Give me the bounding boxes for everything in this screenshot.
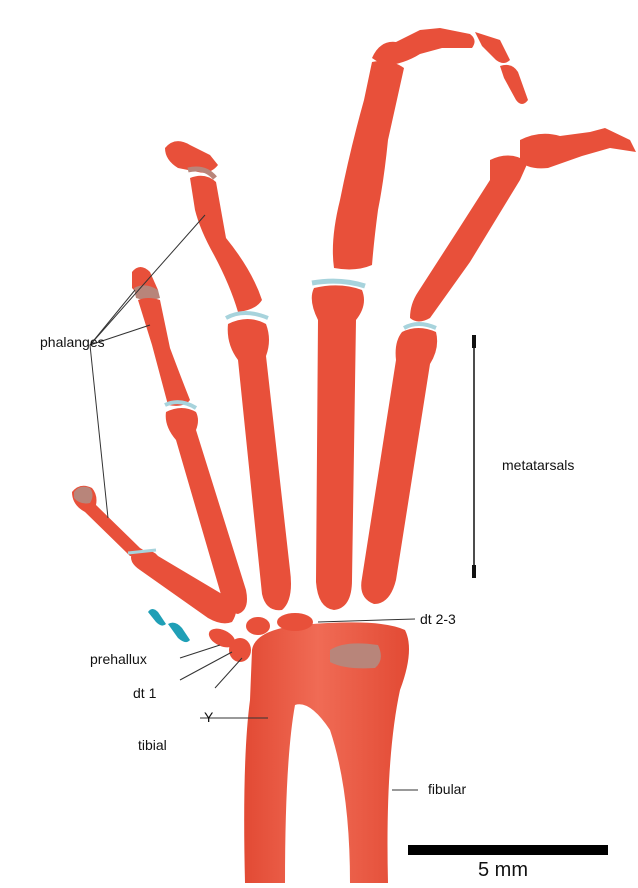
label-tibial: tibial (138, 738, 167, 752)
scale-bar-label: 5 mm (478, 860, 528, 880)
label-prehallux: prehallux (90, 652, 147, 666)
scale-bar (408, 845, 608, 855)
digit-5 (361, 128, 636, 604)
label-fibular: fibular (428, 782, 466, 796)
crus-bone (244, 622, 409, 883)
label-y: Y (204, 710, 213, 724)
label-dt-2-3: dt 2-3 (420, 612, 456, 626)
label-phalanges: phalanges (40, 335, 105, 349)
dt-2-3-bone (277, 613, 313, 631)
prehallux-bones (148, 609, 190, 642)
label-metatarsals: metatarsals (502, 458, 574, 472)
dt-bone (246, 617, 270, 635)
label-dt-1: dt 1 (133, 686, 156, 700)
